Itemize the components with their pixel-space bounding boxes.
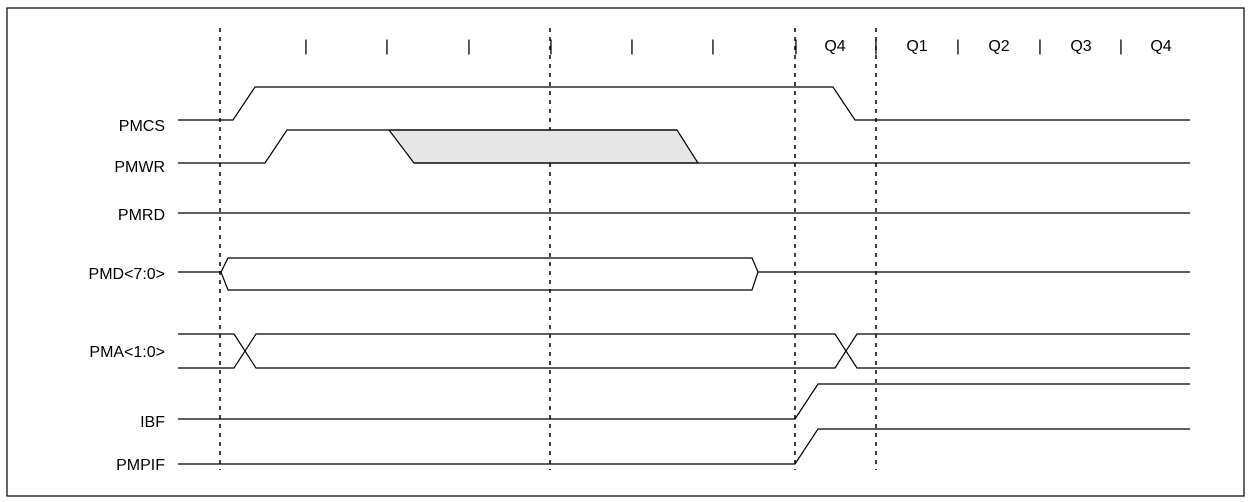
signal-label-pmwr: PMWR (114, 159, 165, 176)
tick-label: | (304, 38, 308, 55)
waveform-pmwr-high (178, 129, 677, 164)
tick-label: | (1038, 38, 1042, 55)
tick-label: Q4 (1150, 38, 1171, 55)
tick-label: | (549, 38, 553, 55)
signal-label-pmcs: PMCS (119, 118, 165, 135)
tick-label: | (1119, 38, 1123, 55)
signal-label-pmpif: PMPIF (116, 457, 165, 474)
diagram-frame (6, 7, 1245, 497)
tick-label: | (956, 38, 960, 55)
waveform-pmcs (178, 86, 1190, 121)
waveform-pmwr-shaded-region (387, 129, 700, 164)
signal-label-ibf: IBF (140, 414, 165, 431)
tick-label: | (630, 38, 634, 55)
waveform-pma-bottom (178, 333, 1190, 369)
tick-label: Q1 (906, 38, 927, 55)
waveform-pma-top (178, 333, 1190, 369)
signal-label-pma: PMA<1:0> (89, 344, 165, 361)
tick-label: Q3 (1070, 38, 1091, 55)
signal-label-pmrd: PMRD (118, 207, 165, 224)
waveform-pmpif (178, 428, 1190, 465)
tick-label: | (467, 38, 471, 55)
waveform-ibf (178, 383, 1190, 420)
tick-label: Q2 (988, 38, 1009, 55)
tick-label: Q4 (824, 38, 845, 55)
tick-label-row: | | | | | | | Q4 | Q1 | Q2 | Q3 | Q4 (304, 38, 1172, 55)
tick-label: | (711, 38, 715, 55)
tick-label: | (794, 38, 798, 55)
tick-label: | (385, 38, 389, 55)
signal-label-pmd: PMD<7:0> (89, 266, 165, 283)
waveform-pmd-valid (220, 257, 759, 291)
